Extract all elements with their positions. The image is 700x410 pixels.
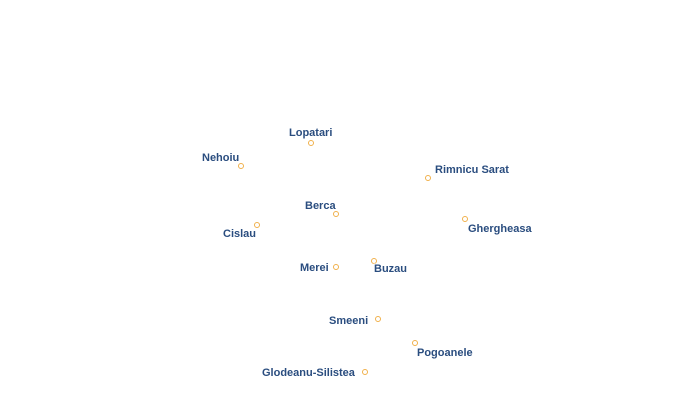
place-label-lopatari: Lopatari — [289, 127, 333, 139]
place-marker-berca[interactable] — [333, 211, 339, 217]
place-label-ghergheasa: Ghergheasa — [468, 223, 532, 235]
place-label-berca: Berca — [305, 200, 336, 212]
place-label-nehoiu: Nehoiu — [202, 152, 240, 164]
place-label-buzau: Buzau — [374, 263, 407, 275]
place-marker-cislau[interactable] — [254, 222, 260, 228]
place-label-pogoanele: Pogoanele — [417, 347, 473, 359]
place-marker-glodeanu-silistea[interactable] — [362, 369, 368, 375]
place-label-cislau: Cislau — [223, 228, 257, 240]
place-marker-merei[interactable] — [333, 264, 339, 270]
place-marker-ghergheasa[interactable] — [462, 216, 468, 222]
place-marker-buzau[interactable] — [371, 258, 377, 264]
place-label-smeeni: Smeeni — [329, 315, 369, 327]
place-marker-rimnicu-sarat[interactable] — [425, 175, 431, 181]
place-marker-lopatari[interactable] — [308, 140, 314, 146]
place-marker-smeeni[interactable] — [375, 316, 381, 322]
place-label-merei: Merei — [300, 262, 329, 274]
place-label-glodeanu-silistea: Glodeanu-Silistea — [262, 367, 355, 379]
place-marker-nehoiu[interactable] — [238, 163, 244, 169]
place-marker-pogoanele[interactable] — [412, 340, 418, 346]
place-label-rimnicu-sarat: Rimnicu Sarat — [435, 164, 509, 176]
